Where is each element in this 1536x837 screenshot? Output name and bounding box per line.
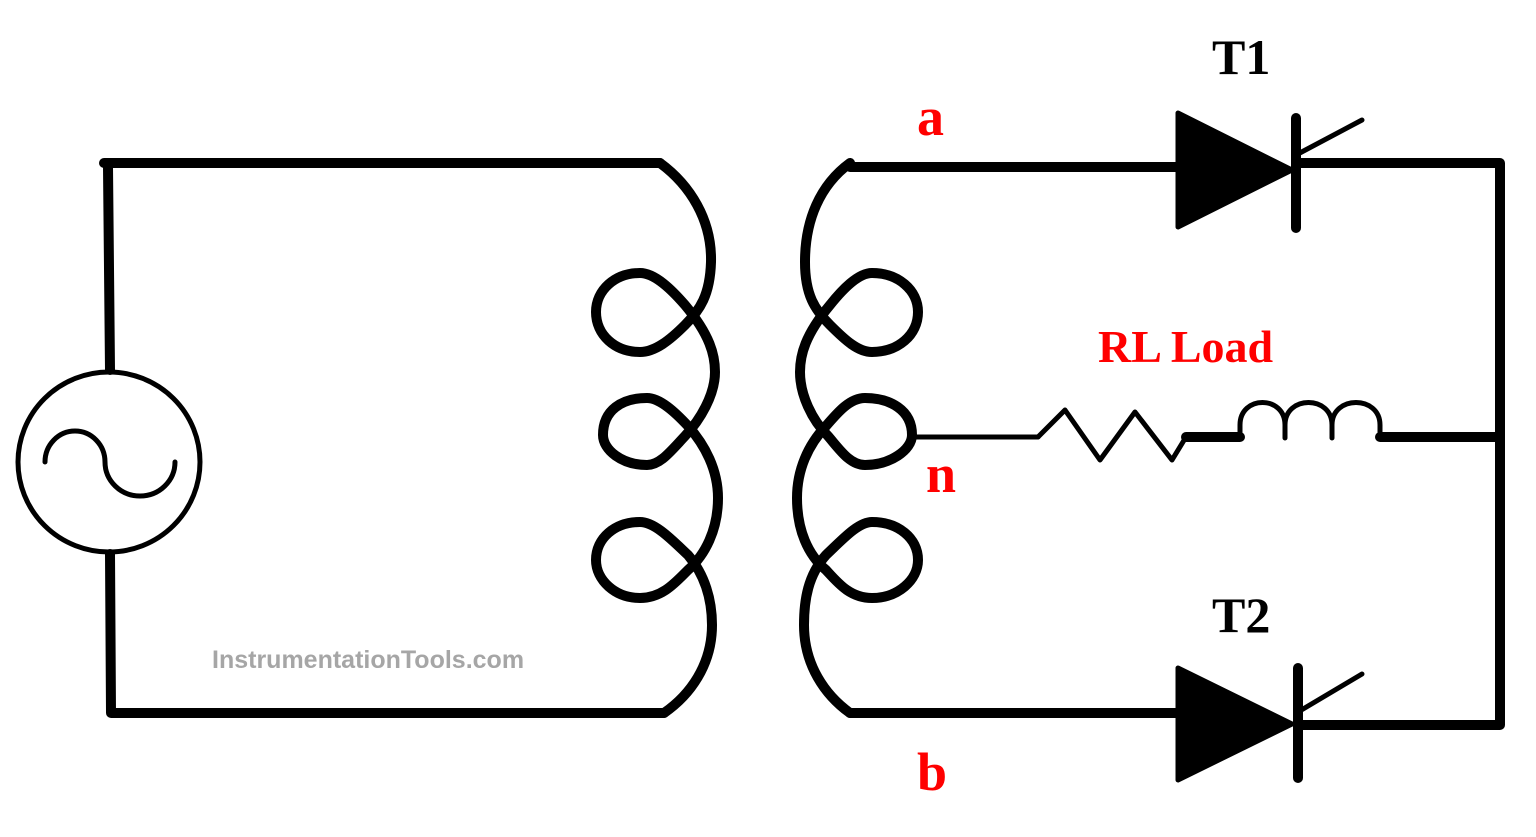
ac-source-icon <box>15 369 203 555</box>
node-label-a: a <box>917 87 944 147</box>
inductor-icon <box>1237 400 1383 441</box>
thyristor-t2-icon <box>1175 663 1365 783</box>
load-label: RL Load <box>1098 321 1274 372</box>
thyristor-t1-icon <box>1175 110 1365 233</box>
secondary-wiring <box>845 158 1505 730</box>
node-label-b: b <box>917 742 947 802</box>
watermark: InstrumentationTools.com <box>212 646 524 674</box>
secondary-winding-icon <box>792 158 923 718</box>
primary-wiring <box>99 158 669 718</box>
node-label-n: n <box>926 444 956 504</box>
resistor-icon <box>1035 407 1245 463</box>
thyristor-label-t2: T2 <box>1212 587 1270 643</box>
primary-winding-icon <box>591 158 723 718</box>
thyristor-label-t1: T1 <box>1212 29 1270 85</box>
